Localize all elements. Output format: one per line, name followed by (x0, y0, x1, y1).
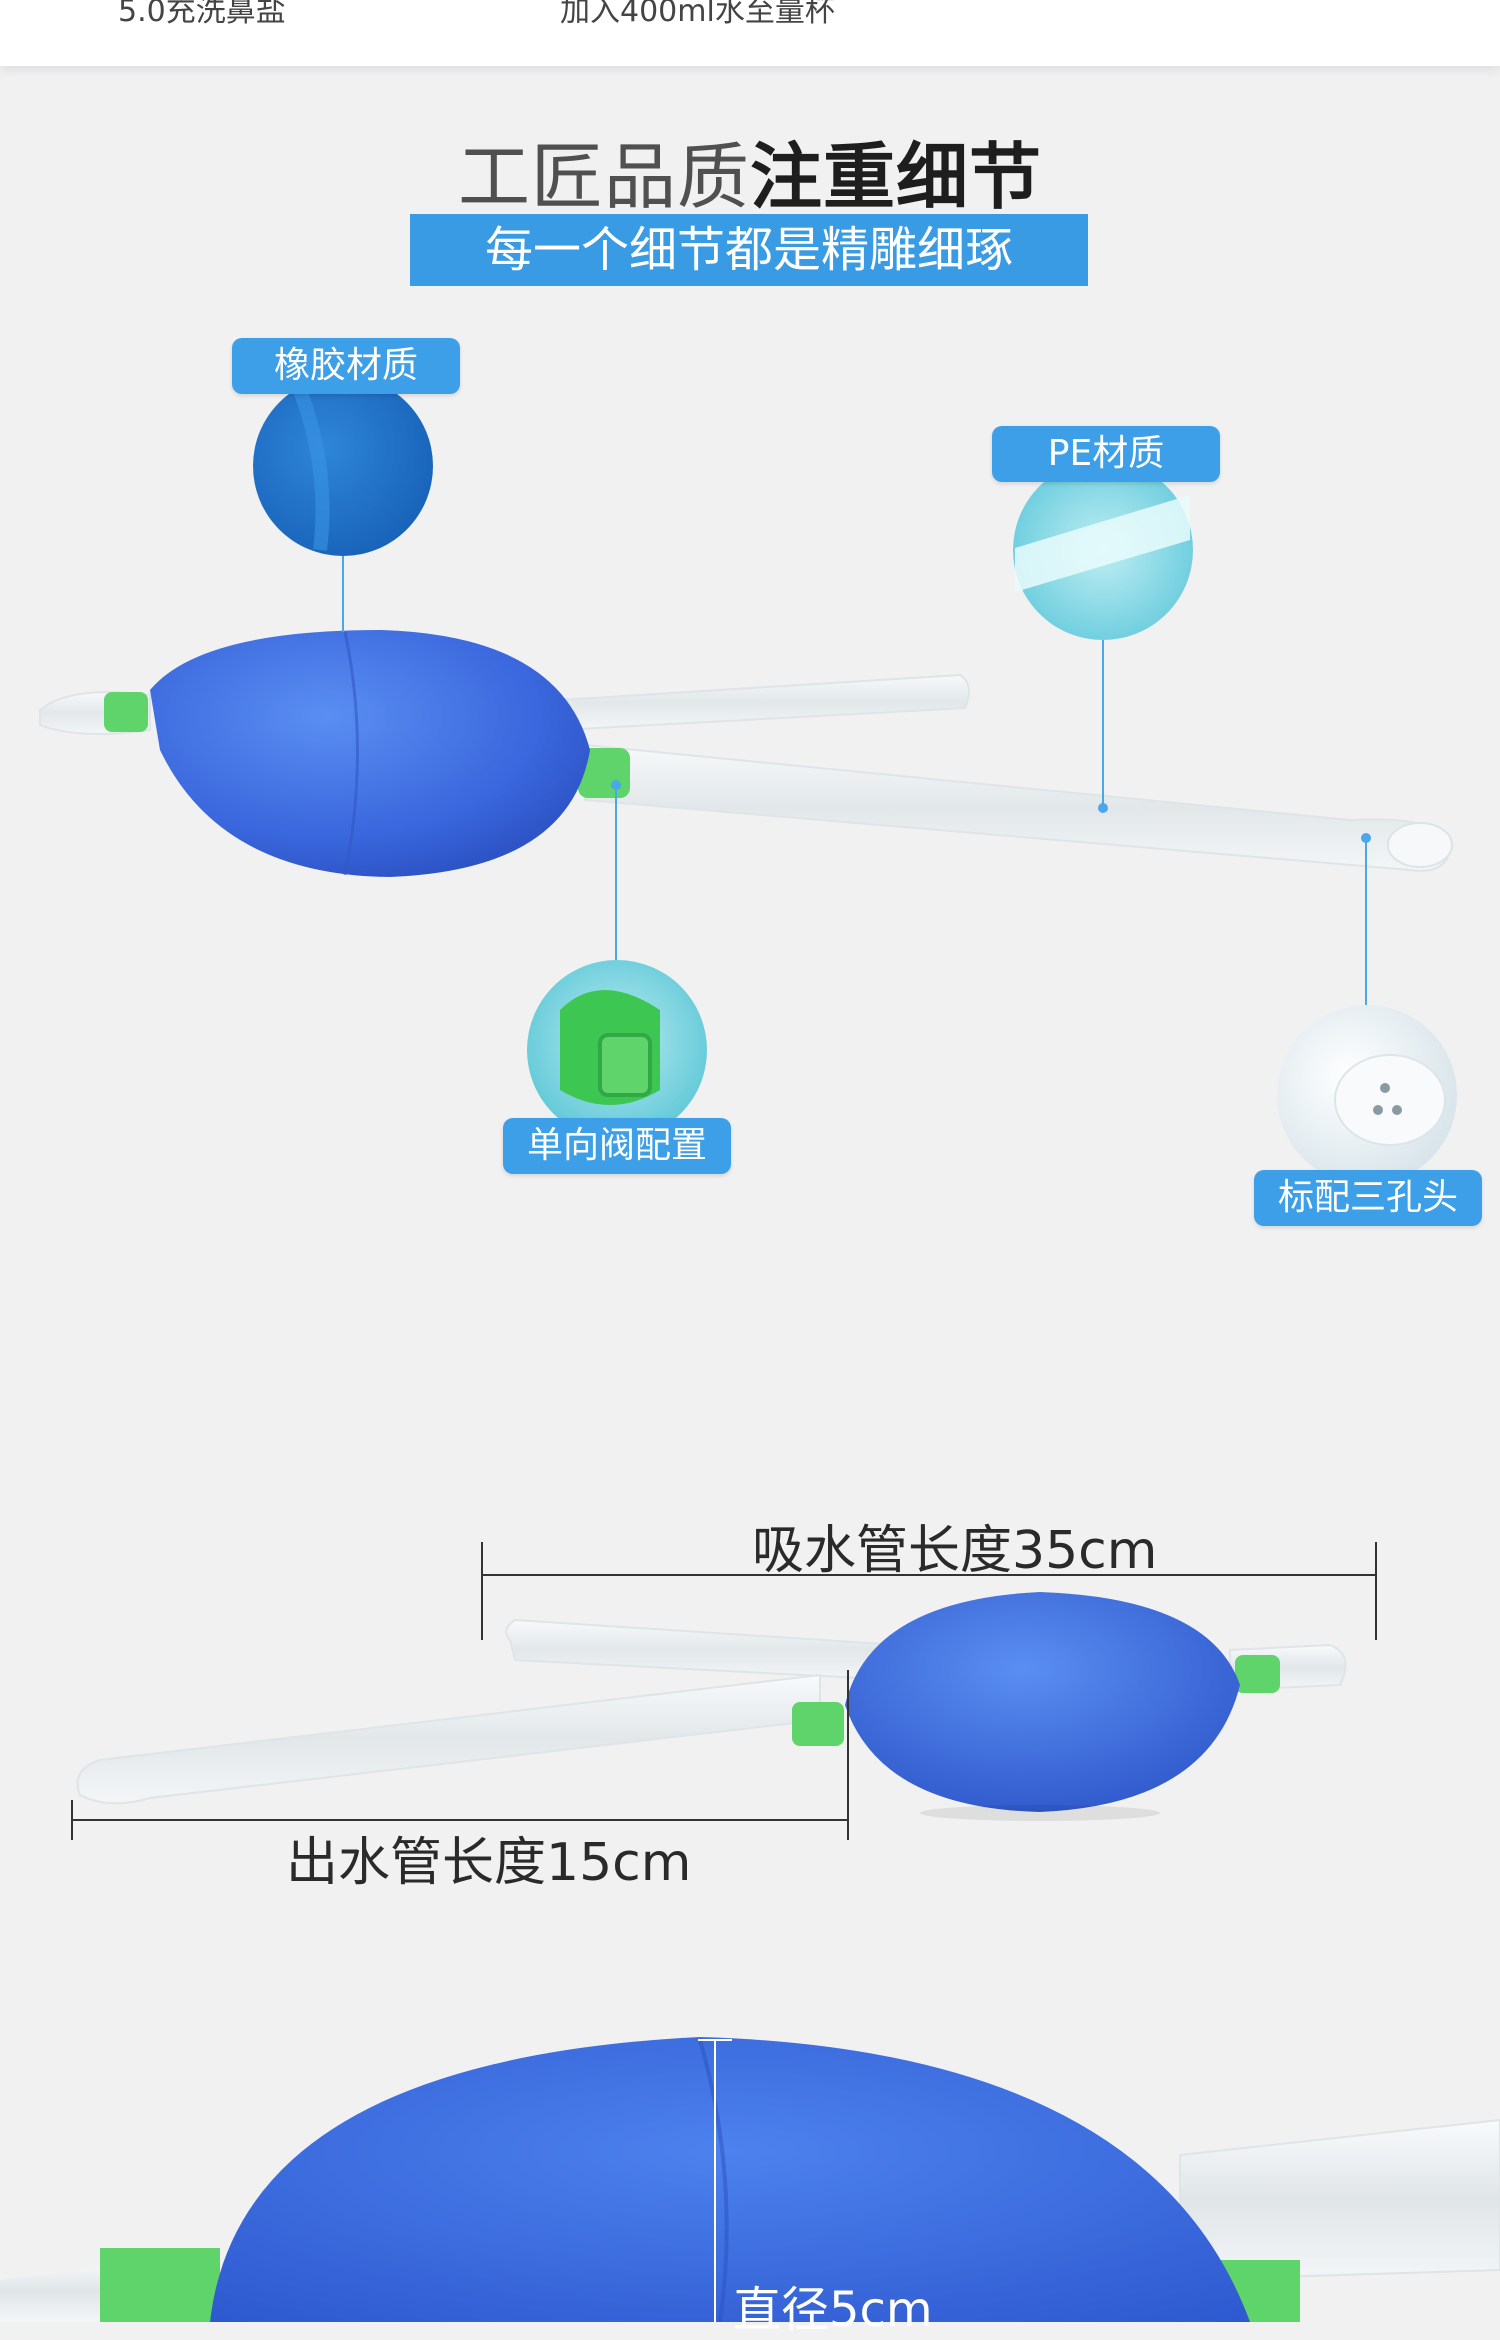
product-detail-illustration (39, 376, 1457, 1185)
rubber-detail-circle (253, 376, 433, 556)
front-tube (584, 743, 1452, 872)
top-strip-right-text: 加入400ml水至量杯 (560, 0, 835, 29)
rear-tube (559, 673, 970, 732)
callout-pe-label: PE材质 (992, 426, 1220, 482)
callout-nozzle-label: 标配三孔头 (1254, 1170, 1482, 1226)
rubber-bulb (150, 630, 590, 877)
dimension-illustration (71, 1542, 1377, 1840)
intake-tube-length: 吸水管长度35cm (752, 1521, 1158, 1581)
top-strip-left-text: 5.0充洗鼻盐 (118, 0, 286, 29)
left-valve-connector (104, 692, 148, 732)
top-strip: 5.0充洗鼻盐 加入400ml水至量杯 (0, 0, 1500, 66)
section-heading: 工匠品质注重细节 (0, 118, 1500, 223)
callout-rubber-label: 橡胶材质 (232, 338, 460, 394)
heading-light: 工匠品质 (457, 135, 750, 219)
heading-bold: 注重细节 (750, 135, 1043, 219)
callout-valve-label: 单向阀配置 (503, 1118, 731, 1174)
outlet-tube-length: 出水管长度15cm (286, 1833, 692, 1893)
bulb-closeup-illustration (0, 2037, 1500, 2322)
bulb-diameter-label: 直径5cm (733, 2282, 933, 2338)
subtitle-banner: 每一个细节都是精雕细琢 (410, 214, 1088, 286)
nozzle-tip (1387, 822, 1453, 868)
